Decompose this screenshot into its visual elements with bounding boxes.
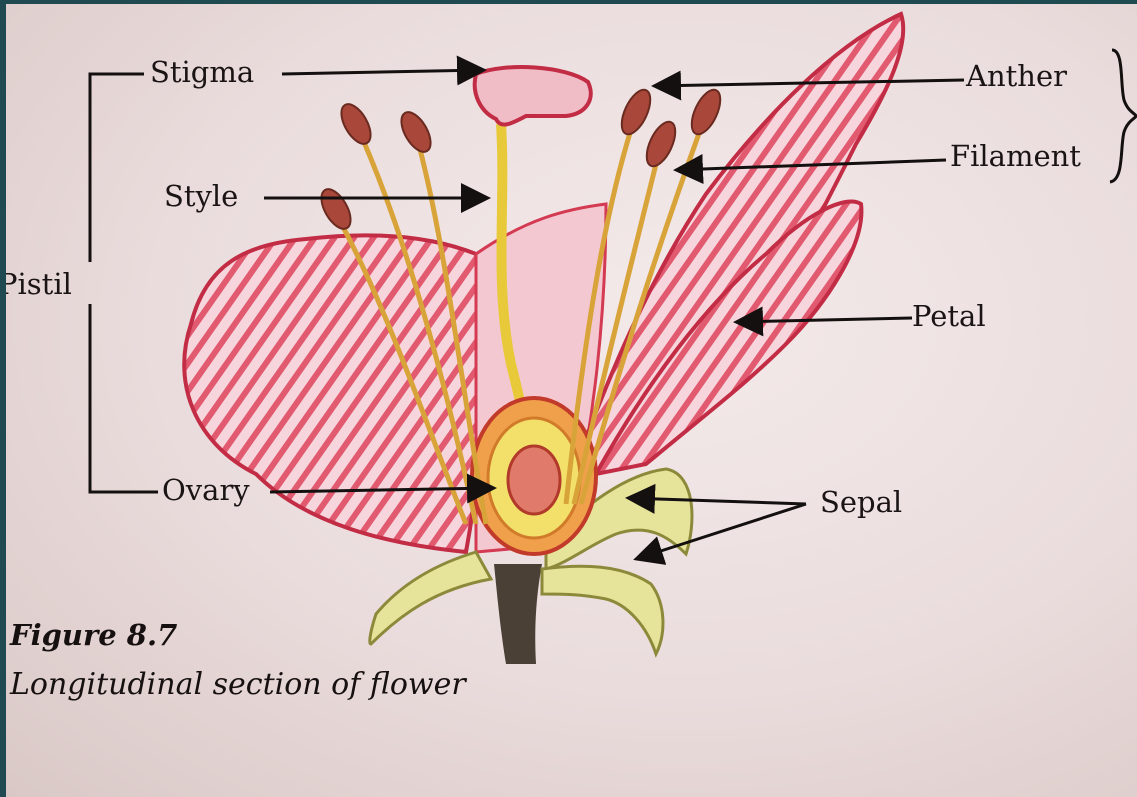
petal-label: Petal xyxy=(912,302,986,331)
sepal-label: Sepal xyxy=(820,488,902,517)
sepal-left xyxy=(370,552,491,644)
anther xyxy=(686,86,726,139)
stigma-shape xyxy=(475,67,591,125)
anther-label: Anther xyxy=(966,62,1067,91)
ovary-label: Ovary xyxy=(162,476,250,505)
sepal-right-lower xyxy=(542,566,663,654)
pistil-bracket xyxy=(90,304,158,492)
anther xyxy=(395,107,436,156)
ovary-inner xyxy=(508,446,560,514)
figure-caption: Longitudinal section of flower xyxy=(10,666,480,704)
filament-label: Filament xyxy=(950,142,1081,171)
style-label: Style xyxy=(164,182,238,211)
stigma-label: Stigma xyxy=(150,58,254,87)
stem xyxy=(494,564,542,664)
anther xyxy=(315,184,356,233)
textbook-page: Stigma Style Pistil Ovary Anther Filamen… xyxy=(6,4,1137,797)
stamen-brace xyxy=(1110,50,1136,182)
anther xyxy=(335,99,376,148)
anther xyxy=(616,86,656,139)
anther xyxy=(641,118,681,171)
pistil-bracket xyxy=(90,74,144,262)
pistil-label: Pistil xyxy=(6,270,72,299)
stigma-arrow xyxy=(282,70,484,74)
figure-title: Figure 8.7 xyxy=(10,618,177,652)
